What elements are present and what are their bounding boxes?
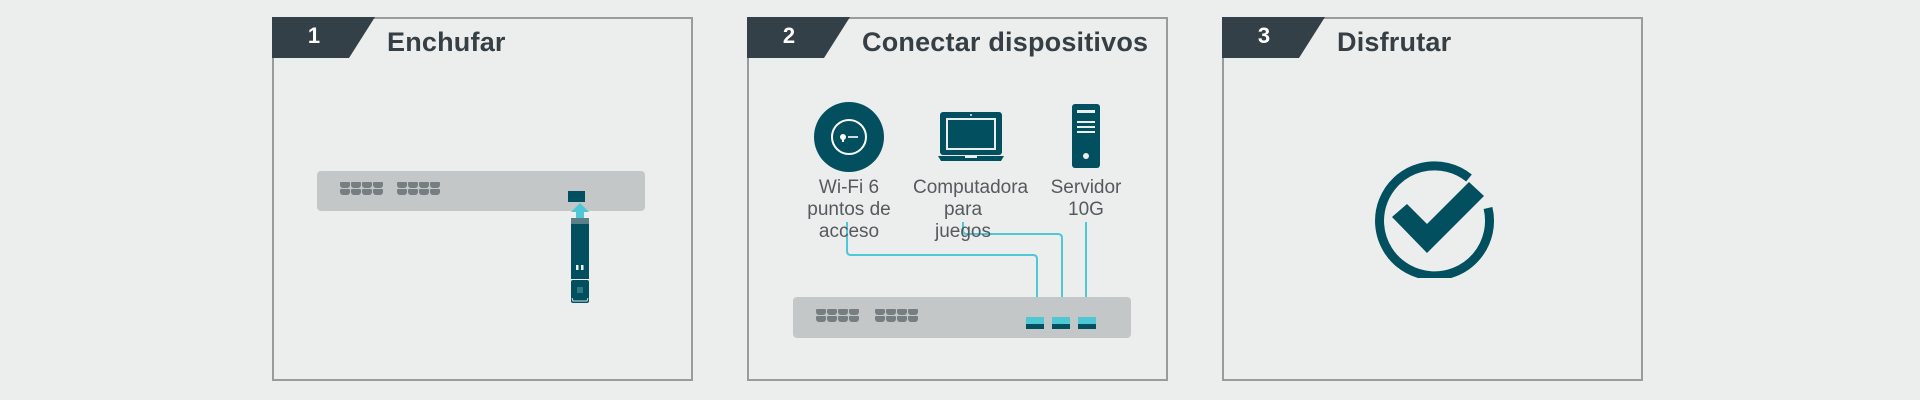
step-title: Conectar dispositivos — [862, 27, 1149, 57]
device-label-server: Servidor 10G — [1050, 177, 1122, 220]
device-label-laptop: Computadora para juegos — [913, 177, 1029, 242]
step-badge: 3 — [1222, 17, 1325, 58]
device-laptop — [938, 111, 1004, 163]
step-number: 1 — [307, 23, 321, 48]
server-tower-icon — [1072, 104, 1100, 168]
device-label-access-point: Wi-Fi 6 puntos de acceso — [807, 177, 891, 242]
step-card-connect-devices: 2 Conectar dispositivos Wi-Fi 6 puntos d… — [747, 17, 1168, 381]
badge-shape-icon — [272, 17, 375, 58]
step-badge: 2 — [747, 17, 850, 58]
step-title: Disfrutar — [1337, 27, 1452, 57]
step-number: 3 — [1257, 23, 1271, 48]
port-group-right — [875, 309, 918, 322]
sfp-port-icon — [568, 191, 585, 202]
step-card-enjoy: 3 Disfrutar — [1222, 17, 1643, 381]
laptop-icon — [938, 112, 1004, 161]
step-card-plug-in: 1 Enchufar — [272, 17, 693, 381]
access-point-icon — [814, 102, 884, 172]
step-number: 2 — [782, 23, 796, 48]
port-group-left — [816, 309, 859, 322]
device-server — [1072, 104, 1100, 168]
badge-shape-icon — [1222, 17, 1325, 58]
sfp-module-icon — [571, 203, 589, 303]
badge-shape-icon — [747, 17, 850, 58]
port-group-left — [340, 182, 383, 195]
step-badge: 1 — [272, 17, 375, 58]
switch-icon — [793, 297, 1131, 338]
check-circle-icon — [1375, 161, 1495, 278]
device-access-point — [813, 101, 885, 173]
step-title: Enchufar — [387, 27, 506, 57]
switch-icon — [317, 171, 645, 211]
sfp-ports-connected — [1026, 317, 1096, 329]
port-group-right — [397, 182, 440, 195]
